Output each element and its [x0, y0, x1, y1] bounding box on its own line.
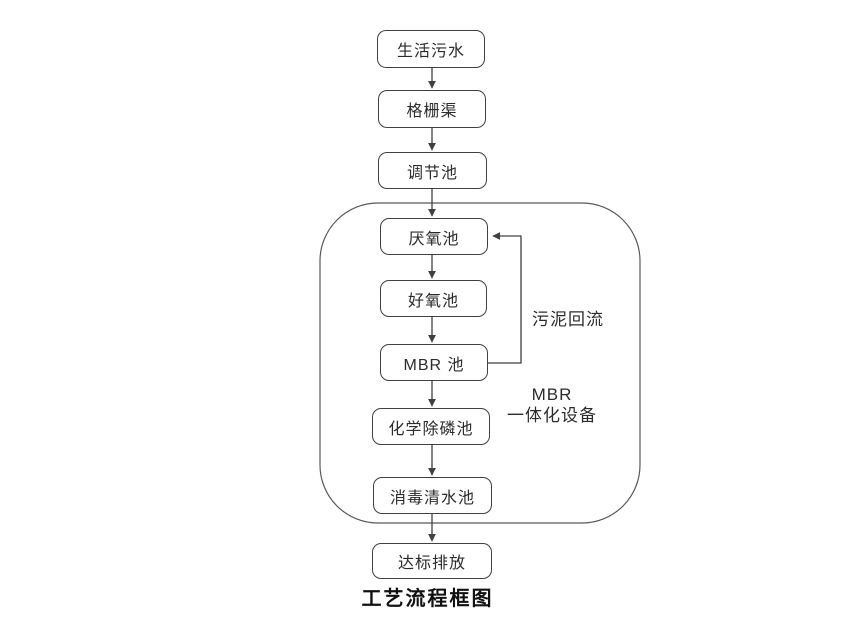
node-label: MBR 池: [403, 356, 465, 374]
node-chemical-phosphorus-removal-tank: 化学除磷池: [372, 408, 490, 445]
node-disinfection-clear-water-tank: 消毒清水池: [373, 477, 492, 514]
node-label: 好氧池: [407, 292, 459, 310]
sludge-return-label: 污泥回流: [532, 310, 604, 329]
mbr-equipment-label: MBR 一体化设备: [503, 384, 601, 426]
node-label: 调节池: [406, 164, 458, 182]
node-label: 消毒清水池: [389, 489, 475, 507]
mbr-equipment-label-line1: MBR: [531, 385, 573, 404]
node-aerobic-tank: 好氧池: [380, 280, 487, 317]
node-label: 化学除磷池: [388, 420, 474, 438]
sludge-return-arrow: [488, 232, 522, 364]
node-standard-discharge: 达标排放: [372, 543, 492, 579]
node-label: 格栅渠: [406, 103, 458, 120]
node-domestic-sewage: 生活污水: [377, 30, 485, 68]
mbr-equipment-label-line2: 一体化设备: [507, 406, 597, 425]
mbr-equipment-outline: [319, 202, 641, 524]
node-regulating-tank: 调节池: [378, 152, 487, 189]
node-label: 生活污水: [396, 43, 465, 60]
diagram-caption: 工艺流程框图: [361, 588, 494, 610]
node-mbr-tank: MBR 池: [380, 344, 488, 381]
node-bar-screen-channel: 格栅渠: [378, 90, 486, 128]
node-label: 厌氧池: [408, 230, 460, 248]
node-anaerobic-tank: 厌氧池: [380, 218, 488, 255]
node-label: 达标排放: [397, 555, 466, 572]
